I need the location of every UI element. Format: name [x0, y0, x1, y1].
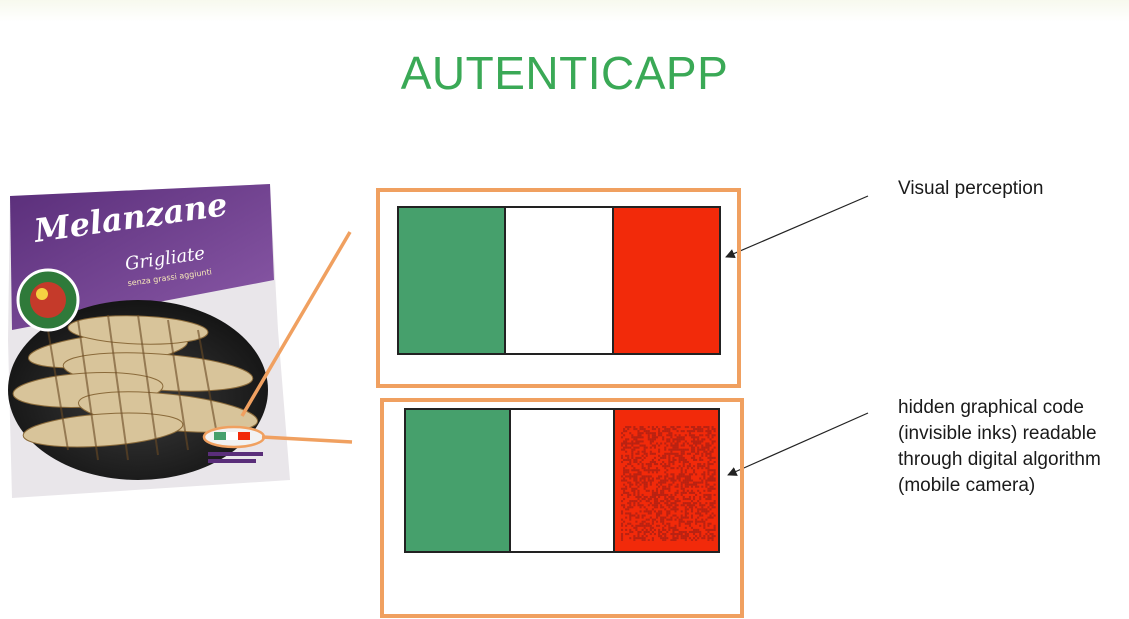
flag-visual: [397, 206, 721, 355]
frame-hidden-code: [380, 398, 744, 618]
top-strip: [0, 0, 1129, 22]
flag-stripe-red-coded: [613, 410, 719, 551]
flag-stripe-red: [611, 208, 719, 353]
flag-stripe-green: [406, 410, 509, 551]
note-visual-perception: Visual perception: [898, 178, 1044, 199]
product-package-image: Melanzane Grigliate senza grassi aggiunt…: [8, 184, 290, 498]
slide-title: AUTENTICAPP: [400, 47, 729, 99]
note-hidden-code: hidden graphical code (invisible inks) r…: [898, 397, 1101, 496]
arrow-visual-perception: [725, 195, 869, 259]
flag-stripe-white: [504, 208, 612, 353]
flag-stripe-white: [508, 410, 614, 551]
arrow-hidden-code: [727, 412, 869, 476]
flag-hidden-code: [404, 408, 720, 553]
hidden-code-pattern: [621, 426, 716, 542]
frame-visual: [376, 188, 741, 388]
flag-stripe-green: [399, 208, 505, 353]
